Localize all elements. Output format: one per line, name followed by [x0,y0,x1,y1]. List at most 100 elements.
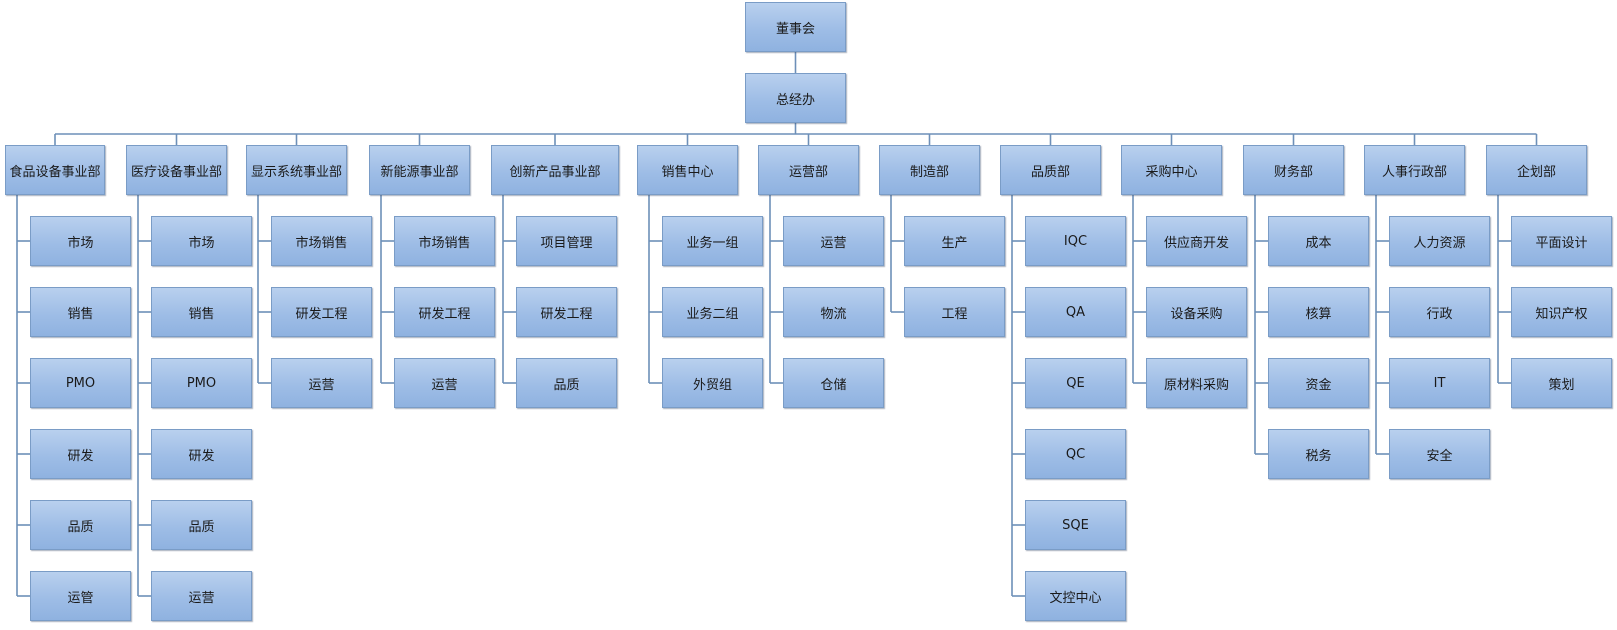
sub-unit-node-label: 运管 [67,590,94,606]
sub-unit-node: 研发工程 [394,287,495,337]
sub-unit-node: 运管 [30,571,131,621]
sub-unit-node: 销售 [30,287,131,337]
sub-unit-node: QC [1025,429,1126,479]
sub-unit-node-label: PMO [186,375,217,391]
sub-unit-node: 税务 [1268,429,1369,479]
sub-unit-node: 研发工程 [271,287,372,337]
department-node: 采购中心 [1121,145,1222,195]
sub-unit-node: 运营 [151,571,252,621]
sub-unit-node-label: IQC [1063,233,1088,249]
sub-unit-node-label: 市场 [67,235,94,251]
sub-unit-node: QA [1025,287,1126,337]
sub-unit-node-label: 研发工程 [540,306,593,322]
sub-unit-node: 市场 [151,216,252,266]
sub-unit-node: 供应商开发 [1146,216,1247,266]
sub-unit-node: 原材料采购 [1146,358,1247,408]
sub-unit-node-label: 运营 [431,377,458,393]
sub-unit-node-label: 原材料采购 [1163,377,1229,393]
sub-unit-node: PMO [151,358,252,408]
department-node-label: 新能源事业部 [380,164,459,180]
department-node-label: 财务部 [1273,164,1313,180]
sub-unit-node-label: 研发工程 [295,306,348,322]
sub-unit-node-label: 品质 [188,519,215,535]
sub-unit-node-label: 品质 [67,519,94,535]
sub-unit-node-label: 业务二组 [686,306,739,322]
sub-unit-node: 销售 [151,287,252,337]
sub-unit-node: IQC [1025,216,1126,266]
sub-unit-node-label: 研发工程 [418,306,471,322]
department-node: 销售中心 [637,145,738,195]
department-node: 新能源事业部 [369,145,470,195]
department-node: 显示系统事业部 [246,145,347,195]
sub-unit-node: 研发工程 [516,287,617,337]
department-node: 人事行政部 [1364,145,1465,195]
department-node-label: 人事行政部 [1381,164,1447,180]
department-node-label: 创新产品事业部 [509,164,601,180]
sub-unit-node-label: 供应商开发 [1163,235,1229,251]
sub-unit-node: 市场销售 [271,216,372,266]
sub-unit-node: 生产 [904,216,1005,266]
sub-unit-node-label: IT [1433,375,1446,391]
sub-unit-node: 知识产权 [1511,287,1612,337]
sub-unit-node-label: 仓储 [820,377,847,393]
sub-unit-node-label: 平面设计 [1535,235,1588,251]
sub-unit-node-label: 知识产权 [1535,306,1588,322]
sub-unit-node: 市场销售 [394,216,495,266]
sub-unit-node-label: 研发 [67,448,94,464]
sub-unit-node-label: 物流 [820,306,847,322]
sub-unit-node: 安全 [1389,429,1490,479]
sub-unit-node-label: 资金 [1305,377,1332,393]
sub-unit-node: 品质 [516,358,617,408]
sub-unit-node: 平面设计 [1511,216,1612,266]
sub-unit-node: 品质 [151,500,252,550]
sub-unit-node: 外贸组 [662,358,763,408]
sub-unit-node-label: 销售 [188,306,215,322]
sub-unit-node-label: 运营 [820,235,847,251]
sub-unit-node: 运营 [271,358,372,408]
sub-unit-node-label: SQE [1062,517,1089,533]
sub-unit-node: 项目管理 [516,216,617,266]
sub-unit-node-label: 行政 [1426,306,1453,322]
board-node: 董事会 [745,2,846,52]
department-node: 制造部 [879,145,980,195]
department-node: 品质部 [1000,145,1101,195]
sub-unit-node: 核算 [1268,287,1369,337]
department-node: 医疗设备事业部 [126,145,227,195]
sub-unit-node: 行政 [1389,287,1490,337]
sub-unit-node-label: 成本 [1305,235,1332,251]
department-node-label: 食品设备事业部 [9,164,101,180]
department-node: 食品设备事业部 [5,145,105,195]
sub-unit-node-label: 核算 [1305,306,1332,322]
department-node-label: 销售中心 [661,164,714,180]
department-node-label: 医疗设备事业部 [130,164,222,180]
sub-unit-node-label: 研发 [188,448,215,464]
department-node: 创新产品事业部 [491,145,619,195]
sub-unit-node-label: QE [1066,375,1085,391]
sub-unit-node-label: 市场 [188,235,215,251]
gm-office-node: 总经办 [745,73,846,123]
sub-unit-node-label: 生产 [941,235,968,251]
department-node-label: 显示系统事业部 [250,164,342,180]
sub-unit-node-label: 外贸组 [692,377,732,393]
sub-unit-node-label: 工程 [941,306,968,322]
sub-unit-node-label: 文控中心 [1049,590,1102,606]
department-node: 企划部 [1486,145,1587,195]
sub-unit-node: 运营 [394,358,495,408]
department-node-label: 企划部 [1516,164,1556,180]
sub-unit-node: 研发 [30,429,131,479]
sub-unit-node-label: 人力资源 [1413,235,1466,251]
department-node-label: 品质部 [1030,164,1070,180]
sub-unit-node-label: 安全 [1426,448,1453,464]
sub-unit-node: 物流 [783,287,884,337]
sub-unit-node-label: QA [1065,304,1086,320]
department-node-label: 运营部 [788,164,828,180]
sub-unit-node: 策划 [1511,358,1612,408]
sub-unit-node-label: 品质 [553,377,580,393]
board-label: 董事会 [775,21,815,37]
sub-unit-node: 设备采购 [1146,287,1247,337]
sub-unit-node-label: 税务 [1305,448,1332,464]
sub-unit-node: 仓储 [783,358,884,408]
sub-unit-node: 业务二组 [662,287,763,337]
